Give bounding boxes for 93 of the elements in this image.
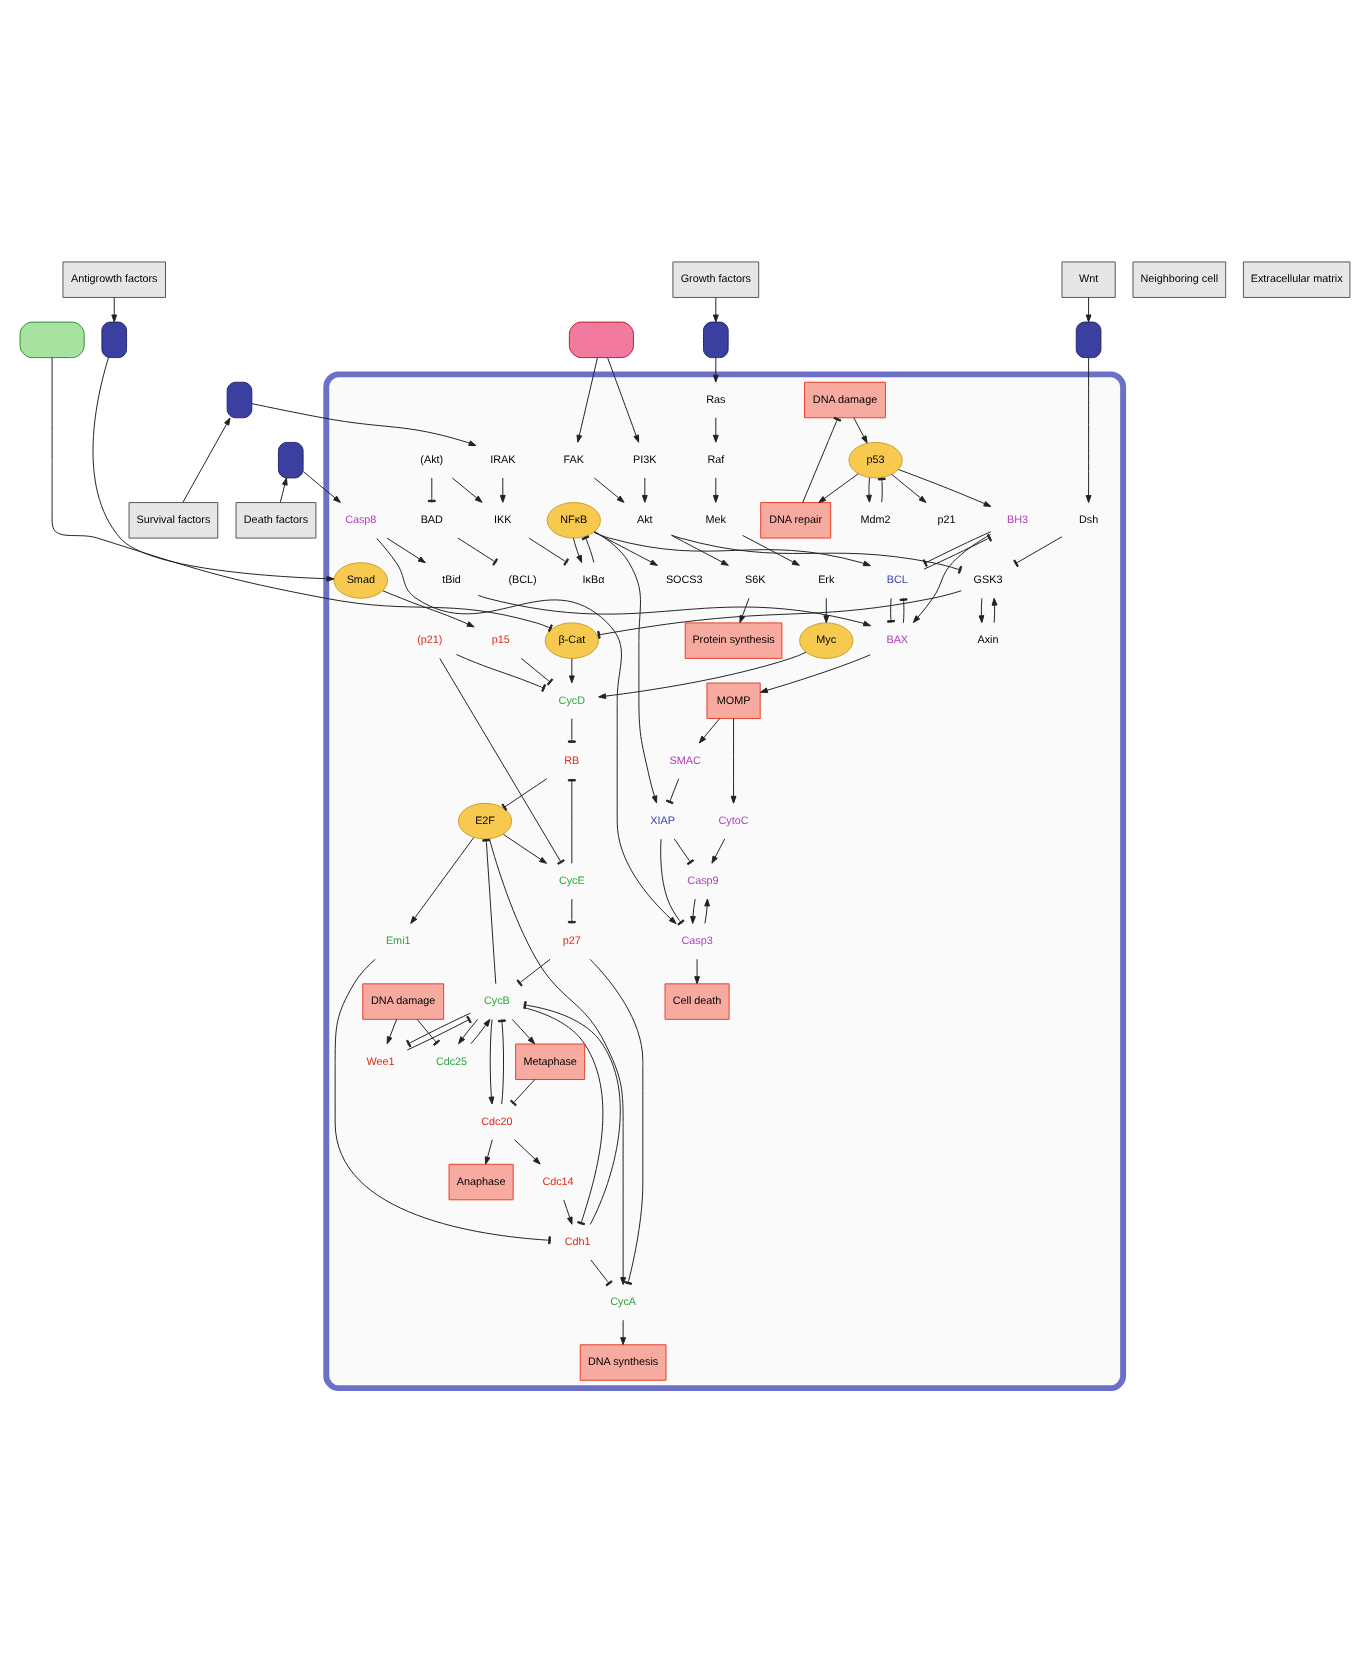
arrow [499, 477, 506, 503]
connector [581, 535, 595, 563]
node-box [568, 321, 634, 359]
arrow [712, 477, 719, 503]
arrow [111, 297, 118, 323]
connector [455, 654, 547, 692]
arrow [759, 654, 871, 694]
arrow [712, 417, 719, 443]
connector [520, 657, 554, 686]
arrow [458, 1018, 479, 1045]
arrow [690, 898, 696, 924]
arrow [488, 1019, 495, 1105]
connector [589, 958, 644, 1285]
arrow [704, 898, 711, 924]
connector [516, 958, 551, 987]
arrow [563, 1199, 573, 1225]
arrow [898, 469, 992, 507]
arrow [572, 537, 583, 563]
arrow [598, 651, 807, 700]
connector [501, 778, 548, 811]
arrow [694, 958, 700, 985]
node-box [277, 441, 304, 479]
arrow [620, 1319, 627, 1346]
arrow [511, 1018, 536, 1045]
arrow [853, 417, 868, 444]
node-box [101, 321, 128, 359]
arrow [1085, 357, 1092, 503]
arrow [470, 1018, 491, 1045]
connector [590, 1259, 613, 1287]
arrow [712, 297, 719, 323]
node-box [19, 321, 85, 359]
arrow [823, 597, 830, 624]
connector [51, 357, 553, 633]
arrow [279, 477, 288, 503]
connector [509, 1079, 536, 1107]
arrow [891, 473, 927, 503]
connector [597, 590, 962, 639]
node-box [1075, 321, 1102, 359]
arrow [182, 417, 231, 503]
arrow [912, 533, 992, 624]
arrow [730, 718, 737, 804]
connector [899, 597, 908, 624]
node-box [226, 381, 253, 419]
arrow [594, 531, 658, 804]
arrow [991, 597, 998, 624]
arrow [978, 597, 985, 624]
connector [673, 838, 695, 866]
arrow [593, 531, 871, 567]
arrow [818, 473, 859, 504]
arrow [593, 477, 625, 503]
connector [1013, 536, 1063, 568]
arrow [671, 534, 729, 566]
arrow [742, 534, 800, 566]
connector [523, 1007, 604, 1226]
arrow [698, 718, 721, 744]
connector [567, 778, 576, 864]
arrow [488, 838, 627, 1286]
connector [802, 416, 842, 503]
arrow [739, 597, 750, 624]
arrow [477, 594, 872, 627]
arrow [410, 837, 475, 924]
arrow [484, 1139, 493, 1165]
arrow [607, 357, 640, 443]
arrow [711, 838, 726, 864]
connector [877, 477, 886, 503]
connector [439, 657, 565, 865]
connector [665, 778, 680, 805]
arrow [568, 657, 575, 684]
arrow [302, 471, 341, 503]
arrow [514, 1139, 541, 1165]
arrow [712, 357, 719, 383]
arrow [593, 531, 658, 566]
connector [528, 537, 570, 566]
arrow [386, 1018, 398, 1045]
connector [660, 838, 685, 926]
connector [457, 537, 499, 566]
arrow [576, 357, 598, 443]
connector [334, 958, 552, 1245]
arrow [451, 477, 483, 503]
connector [416, 1018, 441, 1046]
arrow [1085, 297, 1092, 323]
node-box [703, 321, 729, 359]
connector [567, 718, 576, 744]
arrow [251, 403, 477, 447]
arrow [866, 477, 872, 503]
arrow [386, 537, 426, 564]
arrow [92, 357, 335, 582]
connector [482, 838, 497, 985]
connector [671, 534, 963, 574]
arrow [382, 590, 475, 628]
connector [497, 1019, 506, 1105]
arrow [502, 833, 548, 864]
arrow [641, 477, 648, 503]
